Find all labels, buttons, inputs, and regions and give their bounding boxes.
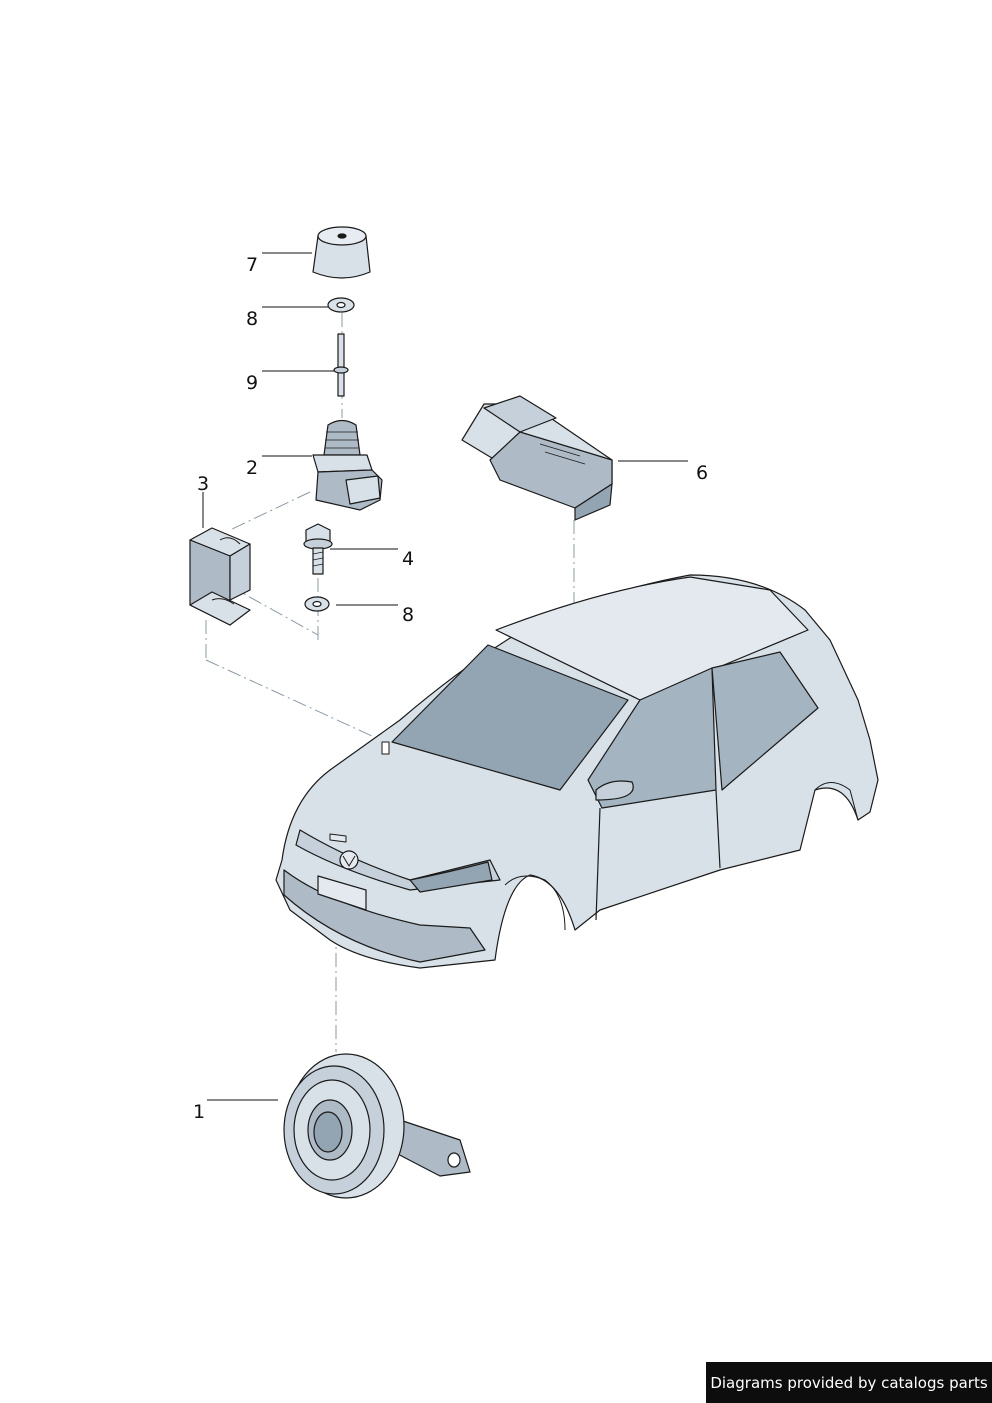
callout-leader-lines xyxy=(202,252,688,1101)
washer-part-8-upper xyxy=(327,297,355,313)
callout-3: 3 xyxy=(197,473,210,495)
washer-part-8-lower xyxy=(304,596,330,612)
callout-2: 2 xyxy=(246,457,259,479)
bolt-part-4 xyxy=(303,523,333,575)
callout-8-upper: 8 xyxy=(246,308,259,330)
rubber-buffer-part-7 xyxy=(312,226,371,279)
callout-8-lower: 8 xyxy=(402,604,415,626)
bracket-part-3 xyxy=(189,527,251,626)
callout-7: 7 xyxy=(246,254,259,276)
contact-switch-part-2 xyxy=(312,419,383,511)
callout-6: 6 xyxy=(696,462,709,484)
pin-part-9 xyxy=(333,333,349,397)
callout-1: 1 xyxy=(193,1101,206,1123)
car-body xyxy=(275,574,879,969)
horn-part-1 xyxy=(283,1053,471,1199)
credit-banner: Diagrams provided by catalogs parts xyxy=(706,1362,992,1403)
control-unit-part-6 xyxy=(461,395,613,521)
callout-4: 4 xyxy=(402,548,415,570)
callout-9: 9 xyxy=(246,372,259,394)
